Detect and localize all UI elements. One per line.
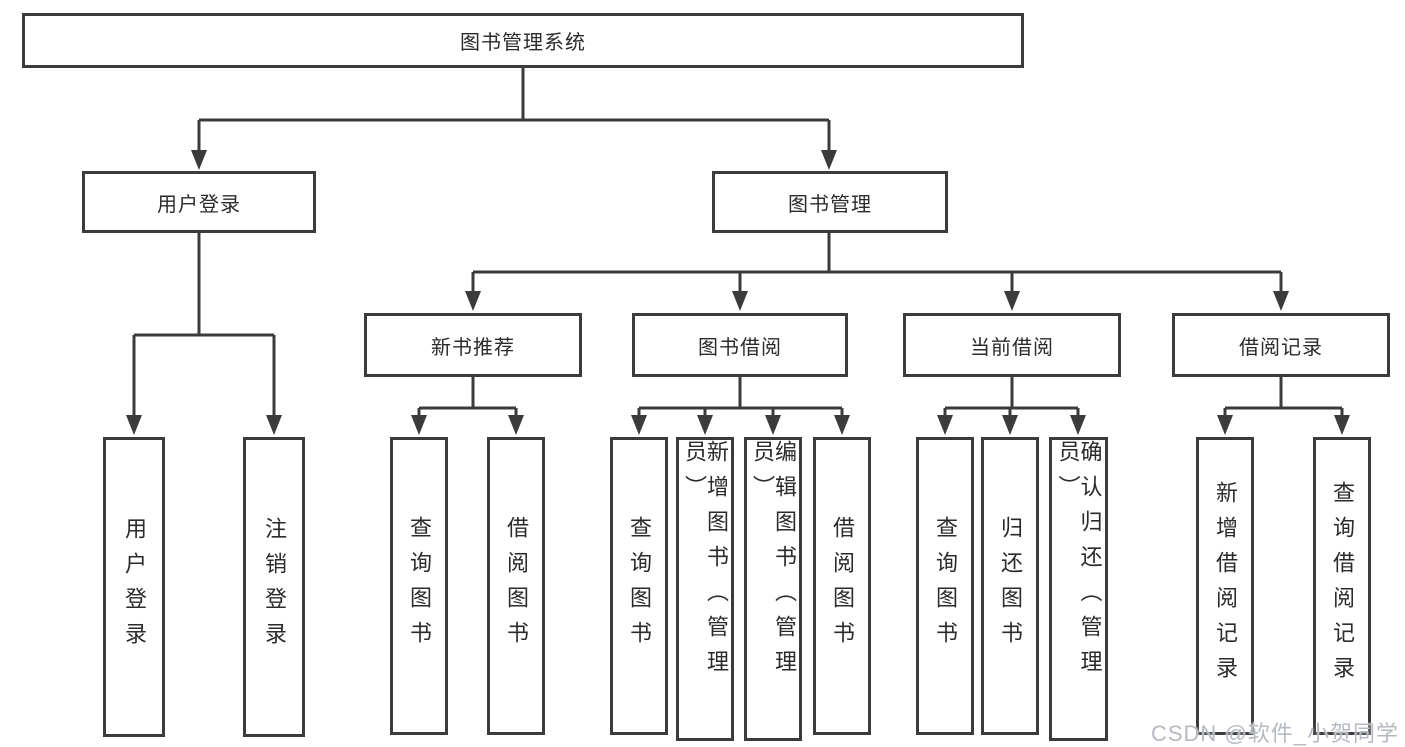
node-user-login-label: 用户登录 [157,193,241,216]
arrowhead [1273,291,1289,311]
arrowhead [697,415,713,435]
leaf-query-books-current: 查询图书 [916,437,974,735]
csdn-watermark: CSDN @软件_小贺同学 [1150,721,1399,746]
arrowhead [126,415,142,435]
node-root-label: 图书管理系统 [460,32,586,54]
leaf-user-login: 用户登录 [103,437,165,737]
leaf-label: 查询借阅记录 [1330,481,1355,691]
connector-userlogin-to-children [132,233,276,417]
node-borrow-records-label: 借阅记录 [1239,336,1323,359]
leaf-label: 查询图书 [933,516,958,656]
arrowhead [631,415,647,435]
node-current-borrow-label: 当前借阅 [970,336,1054,359]
leaf-logout-login: 注销登录 [243,437,305,737]
leaf-add-borrow-record: 新增借阅记录 [1196,437,1254,735]
arrowhead [834,415,850,435]
connector-borrowrecord-to-children [1223,377,1344,417]
node-current-borrow: 当前借阅 [903,313,1121,377]
node-root-system: 图书管理系统 [22,13,1024,68]
arrowhead [765,415,781,435]
leaf-query-borrow-record: 查询借阅记录 [1313,437,1371,735]
leaf-label: 新增借阅记录 [1213,481,1238,691]
node-user-login: 用户登录 [82,171,316,233]
leaf-label: 查询图书 [407,516,432,656]
leaf-return-books: 归还图书 [981,437,1039,735]
leaf-label: 查询图书 [627,516,652,656]
node-book-borrow: 图书借阅 [632,313,848,377]
leaf-label: 新增图书（管理员） [682,440,729,685]
leaf-borrow-books: 借阅图书 [813,437,871,735]
connector-bookmgmt-to-level2 [471,233,1283,293]
arrowhead [266,415,282,435]
leaf-query-books-recommend: 查询图书 [390,437,448,735]
arrowhead [411,415,427,435]
arrowhead [465,291,481,311]
arrowhead [937,415,953,435]
node-new-book-recommend: 新书推荐 [364,313,582,377]
connector-currentborrow-to-children [943,377,1080,417]
node-book-management: 图书管理 [712,171,948,233]
leaf-label: 借阅图书 [504,516,529,656]
leaf-label: 确认归还（管理员） [1055,440,1103,685]
node-book-management-label: 图书管理 [788,193,872,216]
connector-bookborrow-to-children [637,377,844,417]
connector-root-to-level1 [197,68,831,152]
leaf-query-books-borrow: 查询图书 [610,437,668,735]
connector-paths [132,68,1344,417]
leaf-logout-login-label: 注销登录 [262,517,287,657]
arrowhead [821,150,837,170]
arrowhead [1070,415,1086,435]
leaf-confirm-return-admin: 确认归还（管理员） [1049,437,1108,741]
arrowhead [732,291,748,311]
leaf-label: 编辑图书（管理员） [750,440,797,685]
leaf-user-login-label: 用户登录 [122,517,147,657]
leaf-label: 归还图书 [998,516,1023,656]
leaf-add-books-admin: 新增图书（管理员） [676,437,734,741]
arrowhead [508,415,524,435]
arrowhead [1004,291,1020,311]
arrowhead [1334,415,1350,435]
leaf-borrow-books-recommend: 借阅图书 [487,437,545,735]
connector-newbook-to-children [417,377,518,417]
node-new-book-recommend-label: 新书推荐 [431,336,515,359]
node-book-borrow-label: 图书借阅 [698,336,782,359]
arrowheads [126,150,1350,435]
arrowhead [191,150,207,170]
leaf-label: 借阅图书 [830,516,855,656]
leaf-edit-books-admin: 编辑图书（管理员） [744,437,802,741]
arrowhead [1217,415,1233,435]
arrowhead [1002,415,1018,435]
node-borrow-records: 借阅记录 [1172,313,1390,377]
